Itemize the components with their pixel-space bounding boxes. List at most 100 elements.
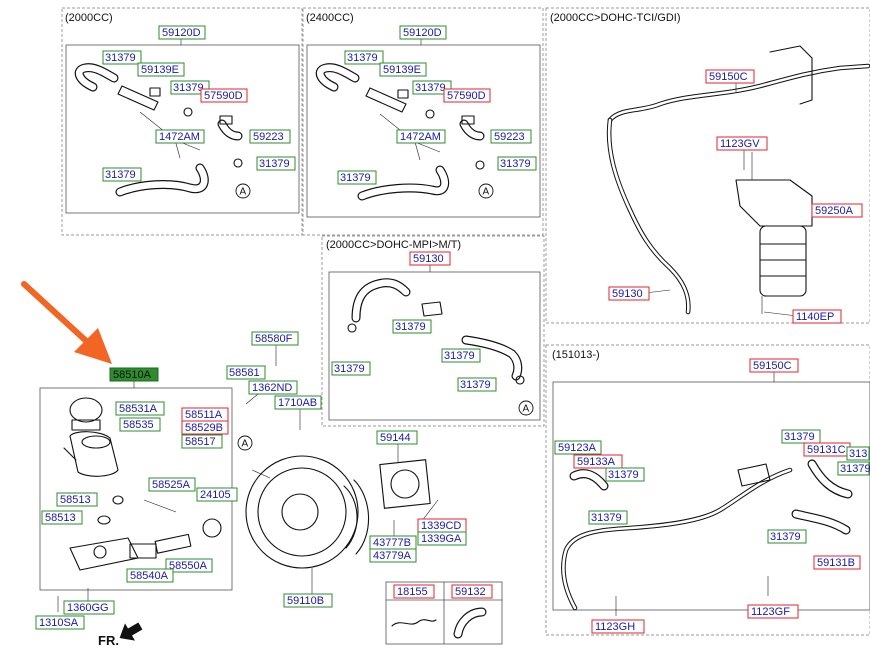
part-label-1140ep[interactable]: 1140EP (792, 309, 842, 324)
section-title-151013: (151013-) (552, 349, 600, 361)
svg-text:31379: 31379 (105, 52, 136, 64)
part-label-59139e[interactable]: 59139E (137, 62, 185, 77)
part-label-57590d[interactable]: 57590D (443, 88, 491, 103)
svg-text:58540A: 58540A (130, 570, 169, 582)
svg-text:57590D: 57590D (447, 90, 486, 102)
part-label-31379[interactable]: 31379 (102, 167, 142, 182)
part-label-59120d[interactable]: 59120D (399, 25, 447, 40)
part-label-59139e[interactable]: 59139E (379, 62, 427, 77)
part-label-59133a[interactable]: 59133A (573, 454, 623, 469)
part-label-1362nd[interactable]: 1362ND (248, 380, 298, 395)
svg-text:58529B: 58529B (185, 422, 223, 434)
part-label-59120d[interactable]: 59120D (158, 25, 206, 40)
part-label-1360gg[interactable]: 1360GG (63, 600, 115, 615)
svg-text:31379: 31379 (500, 158, 531, 170)
svg-text:1123GF: 1123GF (751, 606, 790, 618)
svg-text:58513: 58513 (60, 494, 91, 506)
part-label-58540a[interactable]: 58540A (126, 568, 174, 583)
part-label-31379[interactable]: 31379 (837, 461, 870, 476)
part-label-57590d[interactable]: 57590D (200, 88, 248, 103)
part-label-58517[interactable]: 58517 (181, 434, 223, 449)
svg-text:58580F: 58580F (255, 333, 293, 345)
part-label-59144[interactable]: 59144 (376, 430, 418, 445)
svg-text:1123GV: 1123GV (720, 138, 760, 150)
part-label-31379[interactable]: 31379 (331, 361, 371, 376)
part-label-31379[interactable]: 31379 (497, 156, 537, 171)
svg-text:24105: 24105 (200, 489, 231, 501)
svg-text:58510A: 58510A (113, 369, 152, 381)
part-label-31379[interactable]: 31379 (767, 529, 807, 544)
part-label-313[interactable]: 313 (846, 446, 870, 461)
svg-text:59123A: 59123A (558, 442, 597, 454)
part-label-59132[interactable]: 59132 (451, 584, 493, 599)
part-label-31379[interactable]: 31379 (412, 80, 452, 95)
part-label-59150c[interactable]: 59150C (749, 358, 799, 373)
svg-text:59223: 59223 (494, 131, 525, 143)
part-label-58513[interactable]: 58513 (41, 510, 83, 525)
part-label-59223[interactable]: 59223 (490, 129, 532, 144)
part-label-58525a[interactable]: 58525A (148, 477, 196, 492)
part-label-1472am[interactable]: 1472AM (155, 129, 205, 144)
svg-text:43779A: 43779A (373, 550, 412, 562)
section-title-2000cc: (2000CC) (65, 12, 113, 24)
svg-text:59133A: 59133A (577, 456, 616, 468)
part-label-59130[interactable]: 59130 (409, 251, 451, 266)
part-label-59110b[interactable]: 59110B (283, 593, 333, 608)
svg-text:31379: 31379 (840, 463, 870, 475)
part-label-43779a[interactable]: 43779A (369, 548, 417, 563)
svg-text:31379: 31379 (347, 52, 378, 64)
part-label-59223[interactable]: 59223 (249, 129, 291, 144)
part-label-31379[interactable]: 31379 (392, 319, 432, 334)
part-label-31379[interactable]: 31379 (170, 80, 210, 95)
part-label-1123gh[interactable]: 1123GH (591, 619, 645, 634)
part-label-58580f[interactable]: 58580F (251, 331, 299, 346)
part-label-31379[interactable]: 31379 (781, 429, 821, 444)
svg-text:59139E: 59139E (383, 64, 421, 76)
part-label-59130[interactable]: 59130 (608, 286, 650, 301)
part-label-31379[interactable]: 31379 (605, 467, 645, 482)
svg-text:59223: 59223 (253, 131, 284, 143)
part-label-31379[interactable]: 31379 (457, 377, 497, 392)
part-label-58535[interactable]: 58535 (119, 417, 161, 432)
part-label-58513[interactable]: 58513 (56, 492, 98, 507)
part-label-31379[interactable]: 31379 (102, 50, 142, 65)
svg-text:1310SA: 1310SA (39, 617, 79, 629)
part-label-58511a[interactable]: 58511A (181, 407, 229, 422)
svg-text:59131B: 59131B (817, 557, 855, 569)
part-label-31379[interactable]: 31379 (344, 50, 384, 65)
part-label-1339cd[interactable]: 1339CD (417, 518, 467, 533)
part-label-31379[interactable]: 31379 (441, 348, 481, 363)
part-label-1123gv[interactable]: 1123GV (716, 136, 768, 151)
part-label-59131c[interactable]: 59131C (803, 442, 851, 457)
svg-text:1339CD: 1339CD (421, 520, 461, 532)
part-label-58550a[interactable]: 58550A (165, 558, 213, 573)
svg-text:1123GH: 1123GH (595, 621, 635, 633)
svg-text:59131C: 59131C (807, 444, 846, 456)
part-label-18155[interactable]: 18155 (393, 584, 435, 599)
part-label-1310sa[interactable]: 1310SA (35, 615, 85, 630)
section-title-mpi-mt: (2000CC>DOHC-MPI>M/T) (326, 239, 461, 251)
part-label-24105[interactable]: 24105 (196, 487, 238, 502)
part-label-1710ab[interactable]: 1710AB (274, 395, 322, 410)
svg-text:1472AM: 1472AM (400, 131, 441, 143)
svg-text:1362ND: 1362ND (252, 382, 292, 394)
part-label-1339ga[interactable]: 1339GA (417, 531, 467, 546)
part-label-43777b[interactable]: 43777B (369, 535, 417, 550)
part-label-58510a[interactable]: 58510A (109, 367, 159, 382)
part-label-1472am[interactable]: 1472AM (396, 129, 446, 144)
part-label-59150c[interactable]: 59150C (705, 69, 755, 84)
svg-text:59139E: 59139E (141, 64, 179, 76)
part-label-59131b[interactable]: 59131B (813, 555, 861, 570)
part-label-58581[interactable]: 58581 (226, 365, 266, 380)
svg-text:31379: 31379 (591, 512, 622, 524)
part-label-31379[interactable]: 31379 (337, 170, 377, 185)
part-label-58529b[interactable]: 58529B (181, 420, 229, 435)
svg-text:58550A: 58550A (169, 560, 208, 572)
part-label-31379[interactable]: 31379 (588, 510, 628, 525)
part-label-59250a[interactable]: 59250A (811, 203, 863, 218)
part-label-58531a[interactable]: 58531A (115, 401, 165, 416)
part-label-59123a[interactable]: 59123A (554, 440, 602, 455)
part-label-31379[interactable]: 31379 (256, 156, 296, 171)
part-label-1123gf[interactable]: 1123GF (747, 604, 799, 619)
